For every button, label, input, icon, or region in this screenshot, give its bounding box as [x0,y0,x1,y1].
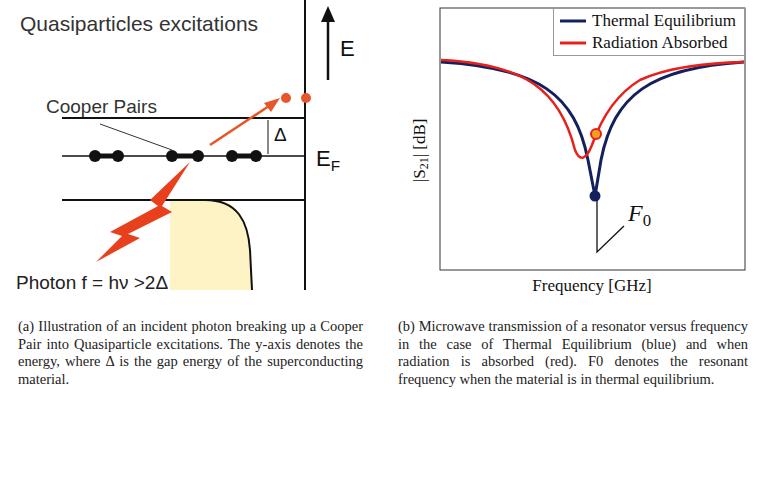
legend: Thermal EquilibriumRadiation Absorbed [553,8,745,56]
radiation-absorbed-curve [441,60,744,158]
f0-leader [597,200,624,252]
label-text: (a) Illustration of an incident photon b… [18,318,363,387]
caption: (a) Illustration of an incident photon b… [18,318,363,389]
legend-sample [558,38,588,48]
energy-axis [304,0,306,290]
energy-arrow [327,18,330,80]
photon-lightning [96,162,190,262]
label-text: Frequency [GHz] [532,276,651,295]
axis-title: |S21| [dB] [410,118,433,182]
label-text: | [dB] [410,118,429,157]
label-text: Photon f = hν >2Δ [16,272,168,293]
caption: (b) Microwave transmission of a resonato… [398,318,748,389]
density-of-states-fill [170,200,252,290]
legend-sample [558,16,588,26]
label-text: E [340,36,355,61]
shifted-point [591,129,601,139]
label-text: Quasiparticles excitations [20,12,258,35]
resonance-point [590,191,601,202]
legend-text: Radiation Absorbed [592,33,728,53]
label-text: Δ [274,124,287,145]
axis-label: E [340,36,355,62]
quasiparticle [281,93,291,103]
label-text: |S [410,169,429,182]
label-text: Cooper Pairs [46,96,157,117]
label-text: (b) Microwave transmission of a resonato… [398,318,748,387]
density-of-states-curve [205,200,252,290]
label-text: E [316,146,331,171]
upper-gap-edge [62,117,305,119]
plot-frame [440,8,745,270]
gap-marker [268,120,269,154]
legend-row: Thermal Equilibrium [558,10,736,32]
quasiparticle [301,93,311,103]
legend-text: Thermal Equilibrium [592,11,736,31]
label-text: 0 [643,211,651,230]
energy-arrowhead [321,6,335,22]
excitation-arrowhead [264,98,280,112]
lower-gap-edge [62,199,305,201]
pair-label: Cooper Pairs [46,96,157,118]
fermi-label: EF [316,146,340,175]
label-text: F [331,157,340,174]
excitation-arrow [210,104,272,145]
label-text: 21 [417,157,431,169]
excitation-label: Quasiparticles excitations [20,12,258,36]
photon-label: Photon f = hν >2Δ [16,272,168,294]
label-text: F [628,200,643,226]
cooper-pairs-leader [100,124,172,150]
axis-title: Frequency [GHz] [532,276,651,296]
cooper-pairs [89,150,262,162]
gap-label: Δ [274,124,287,146]
thermal-equilibrium-curve [441,62,744,196]
resonance-label: F0 [628,200,651,231]
legend-row: Radiation Absorbed [558,32,736,54]
